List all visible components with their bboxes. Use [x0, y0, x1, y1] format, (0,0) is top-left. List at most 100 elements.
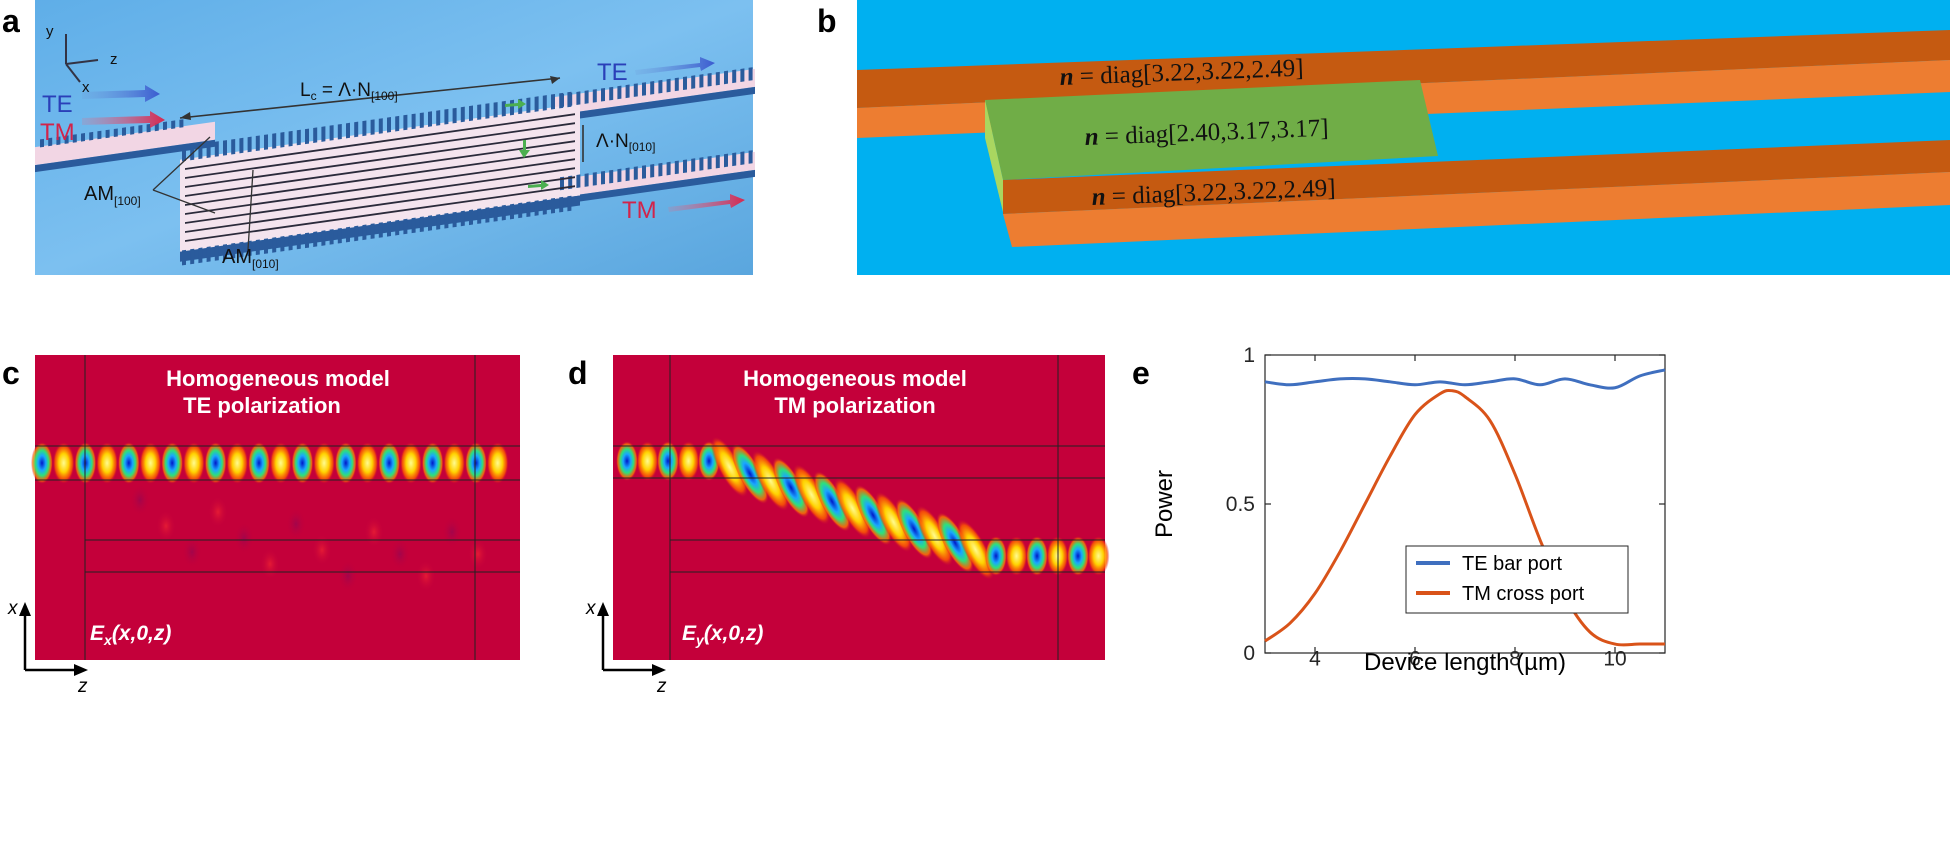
grating-tooth-output: [748, 150, 753, 164]
am100-label: AM[100]: [84, 183, 141, 208]
y-tick-label: 0.5: [1226, 493, 1255, 516]
grating-tooth-top: [214, 141, 219, 157]
field-lobe: [854, 484, 892, 546]
grating-tooth-output: [707, 155, 712, 170]
grating-tooth-bottom: [288, 234, 293, 251]
grating-tooth-top: [526, 97, 531, 114]
grating-tooth-bottom: [239, 241, 244, 258]
grating-tooth-top: [378, 118, 383, 134]
grating-tooth-bottom: [313, 231, 318, 247]
grating-teeth: [40, 67, 753, 266]
am-layer-line: [185, 122, 575, 179]
field-lobe: [161, 442, 184, 484]
tm-cross-port-line: [1264, 388, 1666, 647]
panel-b: b n = diag[3.22,3.22,2.49] n = diag[2.40…: [817, 0, 1950, 275]
grating-tooth-output: [568, 92, 573, 107]
field-ripple: [338, 560, 358, 592]
field-lobe: [313, 442, 336, 484]
grating-tooth-top: [493, 102, 498, 118]
grating-tooth-bottom: [182, 249, 186, 266]
field-lobe: [465, 442, 487, 484]
grating-tooth-top: [354, 121, 359, 138]
am010-pointer: [247, 169, 254, 251]
tm-title-line1: Homogeneous model: [743, 366, 967, 391]
legend-label-te: TE bar port: [1462, 553, 1562, 575]
field-lobe: [936, 512, 974, 574]
te-axis-x: x: [7, 598, 19, 619]
te-input-label: TE: [42, 91, 73, 118]
field-ripple: [208, 496, 228, 528]
grating-tooth-top: [501, 100, 506, 117]
grating-tooth-output: [633, 83, 638, 97]
grating-tooth-output: [576, 91, 581, 105]
panel-d-label: d: [568, 355, 588, 391]
grating-tooth-output: [625, 84, 630, 99]
grating-tooth-bottom: [362, 224, 367, 241]
grating-tooth-input: [179, 119, 184, 128]
axis-y-label: y: [46, 23, 54, 40]
grating-tooth-input: [122, 127, 126, 136]
tm-output-arrow: [668, 194, 745, 212]
field-lobe: [334, 442, 357, 484]
grating-tooth-bottom: [337, 227, 342, 244]
field-lobe: [182, 442, 205, 484]
grating-tooth-bottom: [444, 212, 449, 229]
bottom-output-waveguide: [555, 151, 755, 198]
grating-tooth-input: [113, 128, 118, 138]
grating-tooth-output: [617, 168, 622, 183]
grating-tooth-output: [683, 159, 687, 174]
x-tick-label: 8: [1509, 647, 1521, 670]
grating-tooth-input: [48, 137, 53, 147]
coupling-length-arrow: [179, 77, 561, 119]
grating-tooth-top: [460, 106, 465, 123]
field-ripple: [390, 538, 410, 570]
field-lobe: [248, 442, 270, 484]
grating-tooth-input: [40, 138, 44, 148]
coordinate-axes: y z x: [46, 23, 118, 96]
axis-z-label: z: [110, 51, 118, 68]
chart-series: [1264, 368, 1666, 647]
middle-slab-side: [985, 100, 1003, 212]
grating-tooth-bottom: [452, 211, 457, 228]
am-layer-line: [185, 113, 575, 170]
grating-tooth-output: [724, 153, 728, 168]
te-field-map: [35, 355, 520, 660]
field-ripple: [182, 536, 202, 568]
waveguide-structure: [35, 67, 755, 266]
grating-tooth-output: [633, 166, 638, 180]
middle-slab: [985, 80, 1438, 180]
panel-b-label: b: [817, 3, 837, 39]
te-waveguide-outlines: [35, 355, 520, 660]
field-lobe: [956, 519, 995, 580]
grating-tooth-bottom: [329, 229, 334, 245]
field-ripple: [286, 508, 306, 540]
grating-tooth-output: [617, 85, 622, 100]
grating-tooth-output: [732, 152, 737, 167]
grating-tooth-input: [64, 135, 69, 144]
grating-tooth-bottom: [403, 218, 408, 235]
axis-x-label: x: [82, 79, 90, 96]
legend-label-tm: TM cross port: [1462, 583, 1585, 605]
field-lobe: [874, 491, 913, 553]
grating-tooth-output: [560, 176, 564, 191]
grating-tooth-output: [609, 169, 614, 184]
te-input-arrow: [82, 85, 160, 102]
grating-tooth-top: [313, 127, 318, 143]
grating-tooth-output: [683, 76, 687, 91]
grating-tooth-bottom: [477, 208, 482, 224]
legend-box: [1405, 545, 1629, 614]
grating-tooth-output: [650, 81, 655, 95]
top-output-waveguide: [555, 68, 755, 115]
grating-tooth-bottom: [526, 201, 531, 218]
grating-tooth-input: [81, 133, 85, 142]
grating-tooth-bottom: [518, 202, 523, 219]
grating-tooth-top: [247, 136, 252, 153]
panel-c-label: c: [2, 355, 20, 391]
grating-tooth-output: [740, 68, 745, 82]
x-tick-label: 10: [1603, 647, 1626, 670]
grating-tooth-bottom: [428, 215, 432, 231]
bottom-waveguide-side: [1003, 172, 1950, 247]
grating-tooth-bottom: [559, 196, 564, 213]
field-lobe: [117, 442, 140, 484]
field-lobe: [356, 442, 379, 484]
